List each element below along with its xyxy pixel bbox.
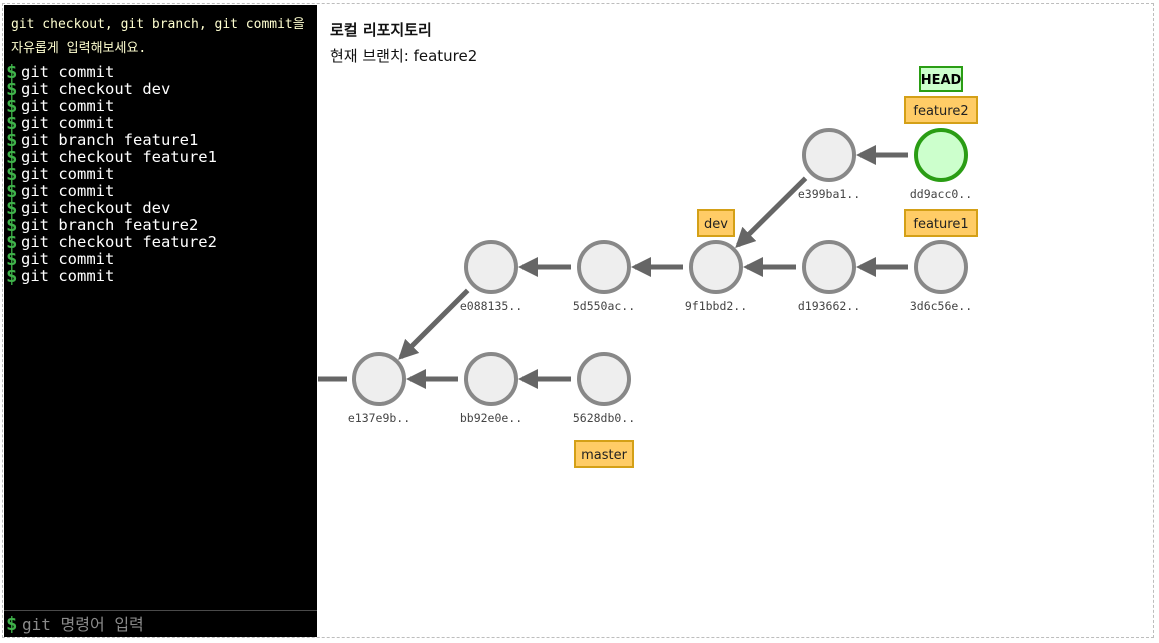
commit-node[interactable]	[577, 352, 631, 406]
commit-node[interactable]	[914, 240, 968, 294]
prompt-symbol: $	[6, 214, 18, 236]
history-command: git branch feature1	[21, 131, 199, 149]
head-commit-node[interactable]	[914, 128, 968, 182]
branch-label-dev-box	[697, 209, 735, 237]
command-input-row: $	[4, 610, 317, 637]
history-line: $git commit	[6, 163, 217, 185]
prompt-symbol: $	[6, 95, 18, 117]
commit-hash: e137e9b..	[348, 411, 410, 425]
branch-label-feature1: feature1	[913, 217, 968, 232]
commit-node[interactable]	[802, 240, 856, 294]
commit-hash: 3d6c56e..	[910, 299, 972, 313]
commit-edge	[735, 176, 808, 248]
prompt-symbol: $	[6, 613, 18, 635]
history-command: git commit	[21, 114, 115, 132]
history-command: git commit	[21, 250, 115, 268]
instruction-text: git checkout, git branch, git commit을 자유…	[11, 17, 305, 56]
history-line: $git checkout feature2	[6, 231, 217, 253]
prompt-symbol: $	[6, 163, 18, 185]
history-line: $git checkout dev	[6, 78, 217, 100]
commit-hash: e088135..	[460, 299, 522, 313]
branch-label-master: master	[581, 448, 627, 463]
history-line: $git branch feature2	[6, 214, 217, 236]
history-command: git commit	[21, 267, 115, 285]
branch-label-master-box	[574, 440, 634, 468]
commit-node[interactable]	[577, 240, 631, 294]
prompt-symbol: $	[6, 248, 18, 270]
history-line: $git commit	[6, 265, 217, 287]
commit-node[interactable]	[802, 128, 856, 182]
history-command: git commit	[21, 165, 115, 183]
prompt-symbol: $	[6, 180, 18, 202]
prompt-symbol: $	[6, 231, 18, 253]
terminal-panel: git checkout, git branch, git commit을 자유…	[4, 5, 317, 637]
commit-hash: dd9acc0..	[910, 187, 972, 201]
commit-hash: e399ba1..	[798, 187, 860, 201]
history-line: $git branch feature1	[6, 129, 217, 151]
history-line: $git commit	[6, 180, 217, 202]
history-command: git checkout feature2	[21, 233, 217, 251]
branch-label-feature1-box	[904, 209, 978, 237]
history-line: $git checkout dev	[6, 197, 217, 219]
command-input[interactable]	[22, 614, 312, 634]
history-line: $git commit	[6, 61, 217, 83]
history-line: $git commit	[6, 95, 217, 117]
commit-hash: 5d550ac..	[573, 299, 635, 313]
history-command: git checkout dev	[21, 80, 171, 98]
commit-hash: 5628db0..	[573, 411, 635, 425]
commit-hash: d193662..	[798, 299, 860, 313]
prompt-symbol: $	[6, 61, 18, 83]
history-line: $git commit	[6, 112, 217, 134]
command-history: $git commit$git checkout dev$git commit$…	[6, 61, 217, 287]
prompt-symbol: $	[6, 146, 18, 168]
commit-node[interactable]	[689, 240, 743, 294]
branch-label-feature2: feature2	[913, 104, 968, 119]
history-command: git checkout dev	[21, 199, 171, 217]
history-command: git commit	[21, 63, 115, 81]
commit-node[interactable]	[352, 352, 406, 406]
commit-node[interactable]	[464, 352, 518, 406]
branch-label-dev: dev	[704, 217, 728, 232]
history-command: git commit	[21, 182, 115, 200]
head-label-box	[919, 66, 963, 92]
page-frame	[2, 3, 1154, 638]
history-line: $git commit	[6, 248, 217, 270]
prompt-symbol: $	[6, 197, 18, 219]
prompt-symbol: $	[6, 112, 18, 134]
prompt-symbol: $	[6, 265, 18, 287]
repo-title: 로컬 리포지토리	[330, 21, 432, 39]
commit-hash: bb92e0e..	[460, 411, 522, 425]
history-command: git branch feature2	[21, 216, 199, 234]
branch-label-feature2-box	[904, 96, 978, 124]
history-line: $git checkout feature1	[6, 146, 217, 168]
history-command: git commit	[21, 97, 115, 115]
head-label: HEAD	[921, 73, 962, 88]
commit-hash: 9f1bbd2..	[685, 299, 747, 313]
current-branch-label: 현재 브랜치: feature2	[330, 47, 478, 65]
history-command: git checkout feature1	[21, 148, 217, 166]
commit-node[interactable]	[464, 240, 518, 294]
prompt-symbol: $	[6, 129, 18, 151]
prompt-symbol: $	[6, 78, 18, 100]
commit-edge	[398, 288, 470, 360]
